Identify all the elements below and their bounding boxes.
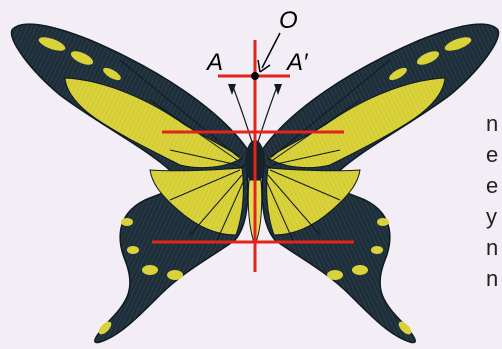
right-spot [352,265,368,275]
side-letter: e [486,170,500,201]
side-letter: n [486,263,500,294]
pointer-arrow-line [262,33,280,68]
left-spot [121,218,133,226]
label-o: O [279,7,298,34]
left-antenna-tip [228,84,236,95]
left-spot [167,270,183,280]
side-letter: n [486,108,500,139]
right-spot [327,270,343,280]
pointer-arrowhead [258,60,270,72]
left-spot [142,265,158,275]
point-o-dot [251,72,259,80]
side-text-fragment: n e e y n n [486,108,500,294]
side-letter: y [486,201,500,232]
left-spot [127,246,139,254]
label-a-prime: A′ [285,49,309,76]
label-a: A [205,49,223,76]
right-spot [377,218,389,226]
side-letter: e [486,139,500,170]
right-antenna-tip [274,84,282,95]
right-spot [371,246,383,254]
side-letter: n [486,232,500,263]
